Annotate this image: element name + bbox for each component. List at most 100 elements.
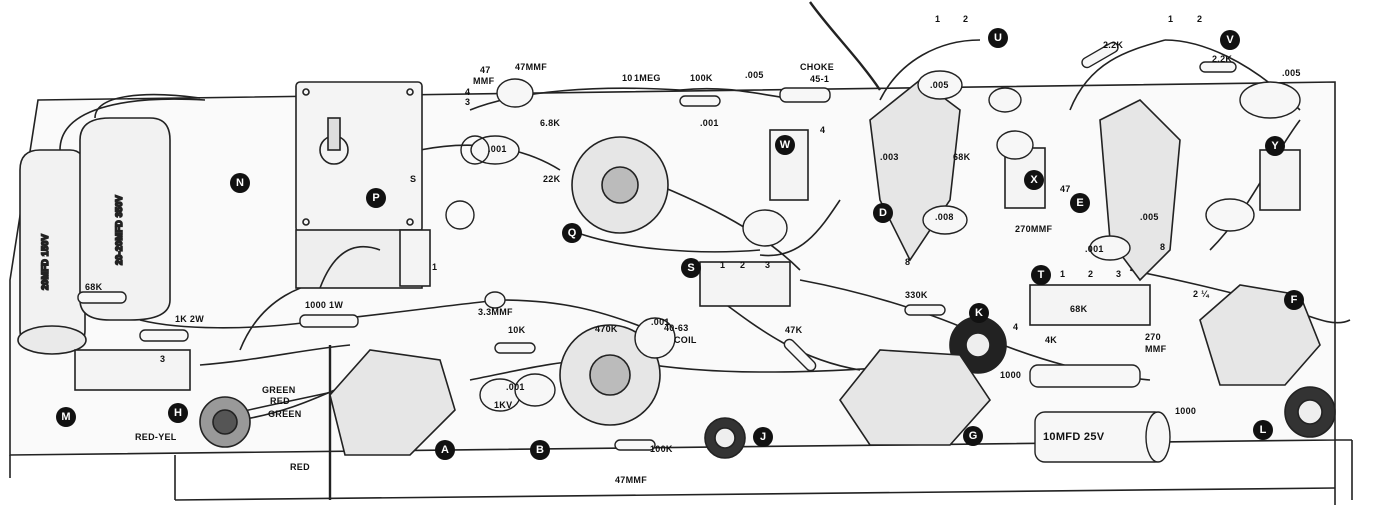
marker-w: W [775, 135, 795, 155]
svg-text:G: G [969, 430, 978, 442]
label-005-right: .005 [1282, 68, 1301, 78]
marker-p: P [366, 188, 386, 208]
pin-p-4: 4 [465, 87, 470, 97]
label-001-t: .001 [1085, 244, 1104, 254]
svg-text:P: P [372, 192, 379, 204]
label-choke-val: 45-1 [810, 74, 829, 84]
label-270: 270 [1145, 332, 1161, 342]
label-2-1-4: 2 ¼ [1193, 289, 1210, 299]
label-10k: 10K [508, 325, 526, 335]
label-2-2k-b: 2.2K [1212, 54, 1232, 64]
marker-l: L [1253, 420, 1273, 440]
marker-y: Y [1265, 136, 1285, 156]
label-47-e: 47 [1060, 184, 1071, 194]
component-labels: 47 MMF 47MMF 10 1MEG 100K .005 CHOKE 45-… [85, 40, 1301, 485]
pin-u-1: 1 [935, 14, 940, 24]
label-choke: CHOKE [800, 62, 834, 72]
pin-k-4: 4 [1013, 322, 1018, 332]
pin-p-1: 1 [432, 262, 437, 272]
svg-text:D: D [879, 207, 887, 219]
pin-h-3: 3 [160, 354, 165, 364]
svg-text:U: U [994, 32, 1002, 44]
svg-text:N: N [236, 177, 244, 189]
svg-text:W: W [780, 139, 791, 151]
wire-label-red-yel: RED-YEL [135, 432, 177, 442]
marker-t: T [1031, 265, 1051, 285]
pin-p-3: 3 [465, 97, 470, 107]
pin-s-3: 3 [765, 260, 770, 270]
pin-v-2: 2 [1197, 14, 1202, 24]
marker-k: K [969, 303, 989, 323]
pin-w-4: 4 [820, 125, 825, 135]
label-mmf-2: MMF [1145, 344, 1167, 354]
svg-text:V: V [1226, 34, 1234, 46]
wire-label-red-1: RED [270, 396, 290, 406]
pin-p-s: S [410, 174, 416, 184]
pin-d-8: 8 [905, 257, 910, 267]
label-008: .008 [935, 212, 954, 222]
label-6-8k: 6.8K [540, 118, 560, 128]
label-330k: 330K [905, 290, 928, 300]
label-1meg: 1MEG [634, 73, 661, 83]
marker-j: J [753, 427, 773, 447]
pin-t-3: 3 [1116, 269, 1121, 279]
wire-label-red-2: RED [290, 462, 310, 472]
marker-v: V [1220, 30, 1240, 50]
wire-label-green-2: GREEN [268, 409, 302, 419]
svg-text:X: X [1030, 174, 1038, 186]
pin-e-8: 8 [1160, 242, 1165, 252]
marker-g: G [963, 426, 983, 446]
label-001-b2: .001 [506, 382, 525, 392]
wire-color-labels: GREEN RED GREEN RED-YEL RED [135, 385, 310, 472]
pin-numbers: 1 2 1 2 4 3 S 1 2 3 1 2 3 3 8 4 8 1 4 [160, 14, 1202, 364]
pin-t-2: 2 [1088, 269, 1093, 279]
cap-20-20mfd-350v-label: 20-20MFD 350V [114, 195, 124, 265]
variable-capacitor [295, 81, 423, 289]
label-005-top: .005 [745, 70, 764, 80]
marker-b: B [530, 440, 550, 460]
label-68k-low: 68K [85, 282, 103, 292]
svg-text:M: M [61, 411, 70, 423]
label-4k: 4K [1045, 335, 1057, 345]
marker-u: U [988, 28, 1008, 48]
cap-20mfd-150v-label: 20MFD 150V [40, 234, 50, 290]
label-mmf: MMF [473, 76, 495, 86]
terminal-strips [74, 129, 1301, 391]
label-47mmf-low: 47MMF [615, 475, 647, 485]
label-1000-right: 1000 [1175, 406, 1196, 416]
svg-text:H: H [174, 407, 182, 419]
label-10: 10 [622, 73, 633, 83]
markers: N P Q S W D U V X Y E T K F M H A B J G … [56, 28, 1304, 460]
label-68k-t: 68K [1070, 304, 1088, 314]
marker-m: M [56, 407, 76, 427]
marker-e: E [1070, 193, 1090, 213]
svg-text:Q: Q [568, 227, 577, 239]
marker-f: F [1284, 290, 1304, 310]
svg-text:E: E [1076, 197, 1083, 209]
label-1kv: 1KV [494, 400, 512, 410]
pin-s-2: 2 [740, 260, 745, 270]
label-coil: COIL [674, 335, 697, 345]
svg-text:F: F [1291, 294, 1298, 306]
marker-n: N [230, 173, 250, 193]
filter-capacitors: 20MFD 150V 20-20MFD 350V [17, 117, 171, 355]
label-47: 47 [480, 65, 491, 75]
pin-u-2: 2 [963, 14, 968, 24]
label-22k: 22K [543, 174, 561, 184]
marker-x: X [1024, 170, 1044, 190]
marker-a: A [435, 440, 455, 460]
pin-v-1: 1 [1168, 14, 1173, 24]
label-2-2k-a: 2.2K [1103, 40, 1123, 50]
marker-s: S [681, 258, 701, 278]
label-005-e: .005 [1140, 212, 1159, 222]
label-68k-d: 68K [953, 152, 971, 162]
marker-d: D [873, 203, 893, 223]
label-270mmf: 270MMF [1015, 224, 1053, 234]
label-47k: 47K [785, 325, 803, 335]
label-003: .003 [880, 152, 899, 162]
label-001-mid: .001 [700, 118, 719, 128]
label-1000-1w: 1000 1W [305, 300, 343, 310]
label-001-left: .001 [488, 144, 507, 154]
svg-text:J: J [760, 431, 766, 443]
label-10mfd-25v: 10MFD 25V [1043, 431, 1105, 443]
